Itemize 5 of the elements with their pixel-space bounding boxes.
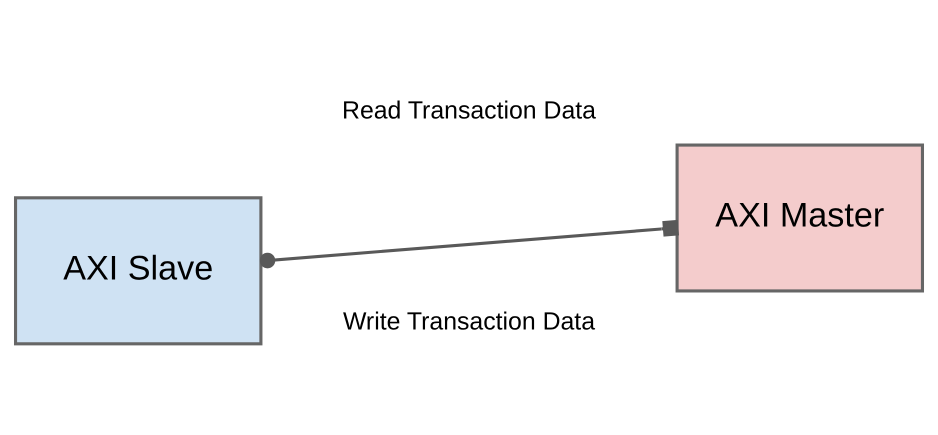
node-box: AXI Slave [14, 196, 262, 345]
label: Write Transaction Data [342, 308, 596, 335]
node-box: AXI Master [676, 142, 924, 292]
connector [260, 219, 680, 268]
label: Read Transaction Data [342, 96, 596, 124]
